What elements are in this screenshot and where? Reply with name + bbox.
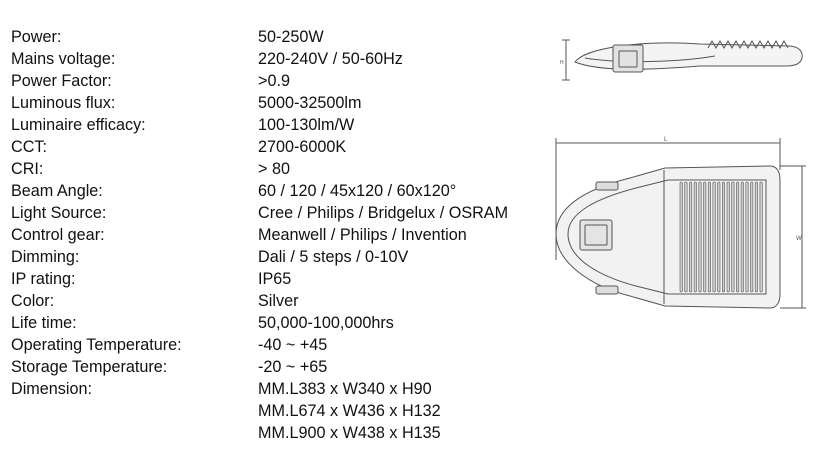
top-view-clip-top [595,181,619,191]
side-view-bracket-inner [618,50,638,68]
spec-value: 60 / 120 / 45x120 / 60x120° [258,182,457,200]
spec-label: Dimming: [11,248,80,266]
spec-value: -40 ~ +45 [258,336,328,354]
spec-row-cri: CRI: > 80 [11,158,508,180]
heat-sink-fin [712,181,716,293]
side-view-bracket [612,44,644,73]
spec-value: 2700-6000K [258,138,347,156]
spec-value: Cree / Philips / Bridgelux / OSRAM [258,204,509,222]
spec-row-luminous-flux: Luminous flux: 5000-32500lm [11,92,508,114]
spec-label: Life time: [11,314,77,332]
spec-row-dimming: Dimming: Dali / 5 steps / 0-10V [11,246,508,268]
spec-row-dimension: Dimension: MM.L383 x W340 x H90 [11,378,508,400]
top-view-bracket [579,219,613,251]
heat-sink-fin [679,181,683,293]
spec-label: Power Factor: [11,72,112,90]
side-view-fins [707,39,789,50]
heat-sink-fin [750,181,754,293]
spec-value: IP65 [258,270,292,288]
heat-sink-fin [703,181,707,293]
heat-sink-fin [745,181,749,293]
side-view-outline [574,42,803,70]
spec-row-control-gear: Control gear: Meanwell / Philips / Inven… [11,224,508,246]
spec-label: Storage Temperature: [11,358,168,376]
height-label: H [560,60,564,66]
spec-label: Color: [11,292,55,310]
spec-label: CCT: [11,138,47,156]
spec-row-cct: CCT: 2700-6000K [11,136,508,158]
dimension-variant: MM.L674 x W436 x H132 [258,402,441,420]
spec-row-operating-temperature: Operating Temperature: -40 ~ +45 [11,334,508,356]
spec-value: MM.L383 x W340 x H90 [258,380,432,398]
heat-sink-fin [754,181,758,293]
heat-sink-fin [717,181,721,293]
top-view-drawing: L W [555,137,806,309]
spec-table: Power: 50-250W Mains voltage: 220-240V /… [11,26,508,444]
spec-value: -20 ~ +65 [258,358,328,376]
heat-sink-fin [689,181,693,293]
top-view-clip-bottom [595,285,619,295]
spec-label: Beam Angle: [11,182,103,200]
heat-sink-fin [759,181,763,293]
heat-sink-fin [698,181,702,293]
spec-row-mains-voltage: Mains voltage: 220-240V / 50-60Hz [11,48,508,70]
heat-sink-fin [707,181,711,293]
spec-row-light-source: Light Source: Cree / Philips / Bridgelux… [11,202,508,224]
spec-row-life-time: Life time: 50,000-100,000hrs [11,312,508,334]
spec-label: Luminaire efficacy: [11,116,146,134]
heat-sink-fin [736,181,740,293]
heat-sink-fin [684,181,688,293]
side-view-body-line [584,55,716,63]
spec-label: Operating Temperature: [11,336,182,354]
spec-label: IP rating: [11,270,76,288]
spec-value: 5000-32500lm [258,94,362,112]
spec-value: >0.9 [258,72,290,90]
heat-sink-fins [679,181,763,293]
spec-row-luminaire-efficacy: Luminaire efficacy: 100-130lm/W [11,114,508,136]
heat-sink-fin [740,181,744,293]
spec-row-beam-angle: Beam Angle: 60 / 120 / 45x120 / 60x120° [11,180,508,202]
dimension-variant: MM.L900 x W438 x H135 [258,424,441,442]
heat-sink-fin [726,181,730,293]
length-label: L [664,137,668,143]
heat-sink-fin [721,181,725,293]
heat-sink-fin [693,181,697,293]
spec-row-ip-rating: IP rating: IP65 [11,268,508,290]
spec-label: Dimension: [11,380,92,398]
spec-label: CRI: [11,160,44,178]
spec-value: Dali / 5 steps / 0-10V [258,248,409,266]
spec-value: 220-240V / 50-60Hz [258,50,403,68]
spec-value: Meanwell / Philips / Invention [258,226,467,244]
spec-row-power-factor: Power Factor: >0.9 [11,70,508,92]
spec-value: Silver [258,292,299,310]
spec-row-color: Color: Silver [11,290,508,312]
spec-value: 50-250W [258,28,324,46]
spec-label: Control gear: [11,226,105,244]
spec-value: 100-130lm/W [258,116,355,134]
spec-row-power: Power: 50-250W [11,26,508,48]
heat-sink-fin [731,181,735,293]
spec-value: 50,000-100,000hrs [258,314,394,332]
side-view-drawing: H [560,39,803,81]
top-view-inner-outline [567,179,767,295]
spec-label: Power: [11,28,62,46]
spec-label: Luminous flux: [11,94,116,112]
spec-value: > 80 [258,160,290,178]
spec-row-storage-temperature: Storage Temperature: -20 ~ +65 [11,356,508,378]
width-label: W [796,236,802,242]
spec-label: Light Source: [11,204,107,222]
top-view-bracket-inner [584,224,608,246]
spec-label: Mains voltage: [11,50,116,68]
